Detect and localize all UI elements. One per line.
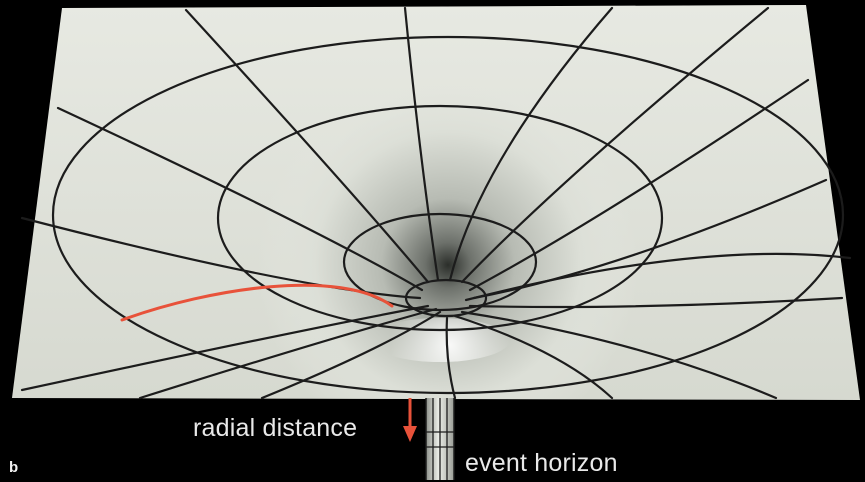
surface-shading xyxy=(12,5,860,400)
panel-letter: b xyxy=(9,459,19,476)
radial-distance-arrow xyxy=(403,398,417,442)
grid-radial-8 xyxy=(448,6,614,282)
grid-radial-9 xyxy=(460,6,770,284)
grid-radial-12 xyxy=(468,296,844,309)
grid-ring-outer xyxy=(51,35,845,395)
grid-ring-inner xyxy=(342,212,538,312)
grid-radial-7 xyxy=(403,6,440,282)
trajectory-path xyxy=(120,283,394,322)
grid-radial-15 xyxy=(138,307,438,400)
grid-radial-3 xyxy=(20,304,430,392)
grid-radial-14 xyxy=(453,314,614,400)
grid-radial-1 xyxy=(445,316,457,400)
event-horizon-tube xyxy=(425,398,455,480)
grid-radial-2 xyxy=(260,310,442,400)
grid-ring-mid xyxy=(216,104,664,332)
grid-radial-6 xyxy=(184,8,430,284)
grid-radial-5 xyxy=(56,106,424,292)
radial-distance-label: radial distance xyxy=(193,414,358,442)
event-horizon-label: event horizon xyxy=(465,449,618,477)
grid-radial-4 xyxy=(20,216,422,300)
grid-radial-16 xyxy=(464,252,852,302)
grid-radial-10 xyxy=(468,78,810,292)
grid-radial-13 xyxy=(460,310,778,400)
grid-lines xyxy=(20,6,852,400)
